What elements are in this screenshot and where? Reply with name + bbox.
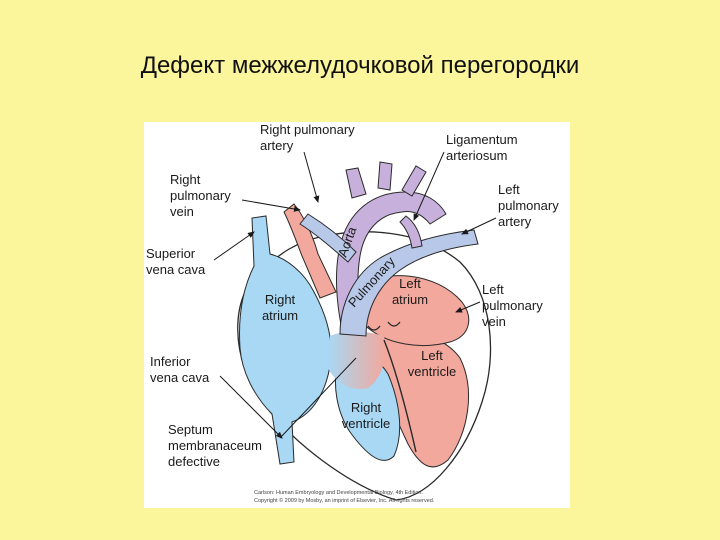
septal-defect-zone [328, 331, 386, 390]
right-pulmonary-artery-vessel [299, 213, 357, 263]
ligamentum-vessel [399, 215, 423, 249]
right-pulmonary-vein-vessel [283, 203, 337, 299]
slide-title: Дефект межжелудочковой перегородки [140, 52, 580, 79]
leader-ligamentum [413, 151, 445, 221]
valve-leaflet-2 [387, 321, 401, 327]
leader-inferior-vena-cava [219, 375, 283, 439]
valve-leaflet-1 [367, 325, 381, 331]
ventricular-septum [383, 339, 417, 453]
right-atrium-chamber [239, 215, 332, 465]
leader-right-pulmonary-vein [241, 199, 301, 212]
leader-left-pulmonary-artery [461, 217, 497, 235]
aortic-branch-2 [377, 161, 393, 191]
aortic-branch-1 [345, 167, 367, 199]
leader-left-pulmonary-vein [455, 301, 481, 313]
pulmonary-trunk-vessel [339, 229, 479, 337]
aortic-branch-3 [401, 165, 427, 197]
leader-lines [213, 151, 497, 439]
figure-credit: Carlson: Human Embryology and Developmen… [254, 490, 435, 504]
leader-superior-vena-cava [213, 231, 255, 261]
leader-right-pulmonary-artery [303, 151, 320, 203]
leader-septum-defect [279, 357, 357, 439]
